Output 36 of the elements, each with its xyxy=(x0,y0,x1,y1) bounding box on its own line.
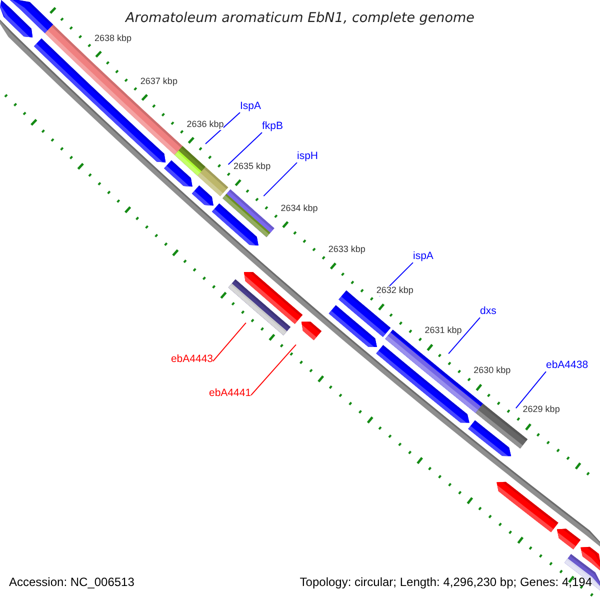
scale-label: 2633 kbp xyxy=(328,245,366,256)
gene-label: ispH xyxy=(297,151,318,163)
scale-label: 2632 kbp xyxy=(376,286,414,296)
gene-label: IspA xyxy=(240,101,262,113)
gene-label: ispA xyxy=(413,251,434,263)
leader-line xyxy=(212,322,246,362)
scale-label: 2631 kbp xyxy=(424,326,462,336)
gene-feature xyxy=(580,546,600,570)
gene-label: ebA4443 xyxy=(170,354,213,366)
gene-label: ebA4438 xyxy=(546,360,588,372)
scale-label: 2636 kbp xyxy=(186,120,224,130)
title: Aromatoleum aromaticum EbN1, complete genome xyxy=(126,11,474,26)
gene-feature xyxy=(10,0,54,34)
gene-feature xyxy=(174,146,206,176)
scale-label: 2634 kbp xyxy=(280,204,318,214)
scale-label: 2629 kbp xyxy=(522,406,560,416)
gene-feature xyxy=(222,189,274,238)
genome-summary-label: Topology: circular; Length: 4,296,230 bp; Genes: 4,194 xyxy=(300,576,592,590)
gene-label: fkpB xyxy=(262,121,284,133)
gene-label: ebA4441 xyxy=(209,388,252,400)
gene-feature xyxy=(198,166,228,196)
leader-line xyxy=(263,162,298,197)
gene-feature xyxy=(244,272,303,324)
leader-line xyxy=(228,132,262,165)
accession-label: Accession: NC_006513 xyxy=(9,576,134,590)
scale-label: 2635 kbp xyxy=(234,162,271,172)
leader-line xyxy=(204,112,240,144)
scale-label: 2630 kbp xyxy=(474,366,511,376)
leader-line xyxy=(448,317,480,354)
gene-label: dxs xyxy=(480,306,496,318)
gene-feature xyxy=(556,528,581,550)
scale-label: 2637 kbp xyxy=(140,77,178,88)
scale-label: 2638 kbp xyxy=(94,34,132,44)
gene-feature xyxy=(496,482,558,532)
leader-line xyxy=(515,371,546,409)
gene-feature xyxy=(301,322,322,340)
